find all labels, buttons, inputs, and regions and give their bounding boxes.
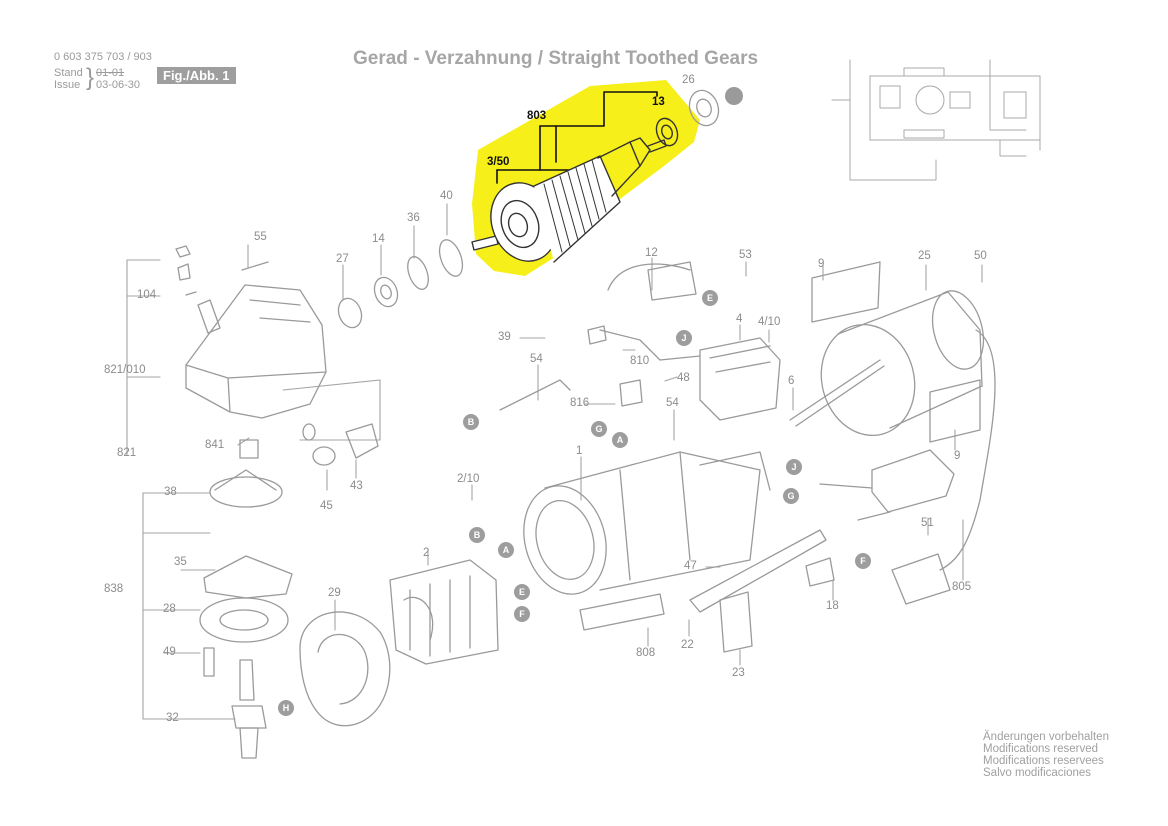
callout-14: 14 [372, 233, 385, 245]
callout-26: 26 [682, 74, 695, 86]
callout-9-lower: 9 [954, 450, 961, 462]
callout-838: 838 [104, 583, 124, 595]
callout-50: 50 [974, 250, 987, 262]
callout-54-lower: 54 [666, 397, 679, 409]
callout-12: 12 [645, 247, 658, 259]
callout-35: 35 [174, 556, 187, 568]
callout-821: 821 [117, 447, 137, 459]
callout-47: 47 [684, 560, 697, 572]
connector-g-right: G [783, 488, 799, 504]
callout-48: 48 [677, 372, 690, 384]
note-line-en: Modifications reserved [983, 743, 1099, 755]
connector-f-right: F [855, 553, 871, 569]
callout-28: 28 [163, 603, 176, 615]
callout-808: 808 [636, 647, 656, 659]
callout-32: 32 [166, 712, 179, 724]
callout-816: 816 [570, 397, 590, 409]
callout-803: 803 [527, 110, 547, 122]
note-line-de: Änderungen vorbehalten [983, 731, 1109, 743]
callout-841: 841 [205, 439, 225, 451]
callout-13: 13 [652, 96, 665, 108]
connector-e-top: E [702, 290, 718, 306]
wiring-schematic [831, 59, 1041, 181]
switch-rod [579, 529, 835, 653]
callout-810: 810 [630, 355, 650, 367]
callout-36: 36 [407, 212, 420, 224]
callout-49: 49 [163, 646, 176, 658]
callout-40: 40 [440, 190, 453, 202]
connector-j-right: J [786, 459, 802, 475]
connector-h-guard: H [278, 700, 294, 716]
connector-a-coil: A [498, 542, 514, 558]
note-line-fr: Modifications reservees [983, 755, 1104, 767]
power-cord [891, 329, 996, 605]
callout-6: 6 [788, 375, 795, 387]
figure-badge: Fig./Abb. 1 [157, 67, 237, 84]
callout-55: 55 [254, 231, 267, 243]
callout-25: 25 [918, 250, 931, 262]
bearing-26 [688, 87, 743, 127]
callout-18: 18 [826, 600, 839, 612]
connector-e-coil: E [514, 584, 530, 600]
issue-label: Issue [54, 79, 81, 91]
brace-glyph: } [86, 64, 95, 91]
callout-22: 22 [681, 639, 694, 651]
connector-b-coil: B [469, 527, 485, 543]
callout-3-50: 3/50 [487, 156, 510, 168]
callout-23: 23 [732, 667, 745, 679]
callout-54-upper: 54 [530, 353, 543, 365]
callout-2: 2 [423, 547, 430, 559]
connector-f-coil: F [514, 606, 530, 622]
gear-housing [185, 284, 327, 419]
armature-rotor [471, 117, 679, 263]
connector-b-left: B [463, 414, 479, 430]
callout-51: 51 [921, 517, 934, 529]
callout-805: 805 [952, 581, 972, 593]
switch-assembly [499, 261, 781, 421]
connector-a-left: A [612, 432, 628, 448]
issue-value: 03-06-30 [96, 79, 141, 91]
flange-nuts [302, 423, 379, 466]
callout-4: 4 [736, 313, 743, 325]
callout-38: 38 [164, 486, 177, 498]
callout-leader-lines [126, 203, 983, 720]
callout-29: 29 [328, 587, 341, 599]
suppressor-module [819, 449, 955, 521]
wheel-guard [299, 611, 391, 727]
callout-53: 53 [739, 249, 752, 261]
callout-9-upper: 9 [818, 258, 825, 270]
diagram-title: Gerad - Verzahnung / Straight Toothed Ge… [353, 48, 759, 69]
rear-housing-cover [789, 261, 985, 443]
callout-104: 104 [137, 289, 157, 301]
callout-45: 45 [320, 500, 333, 512]
connector-g-left: G [591, 421, 607, 437]
callout-27: 27 [336, 253, 349, 265]
part-number: 0 603 375 703 / 903 [54, 51, 152, 63]
motor-housing [523, 451, 771, 595]
callout-2-10: 2/10 [457, 473, 480, 485]
connector-j-top: J [676, 330, 692, 346]
callout-39: 39 [498, 331, 511, 343]
callout-1: 1 [576, 445, 583, 457]
callout-43: 43 [350, 480, 363, 492]
spindle-gear-assembly [199, 439, 293, 759]
stand-value: 01-01 [96, 67, 125, 79]
field-coil [389, 559, 499, 665]
stand-label: Stand [54, 67, 83, 79]
footer-note: Änderungen vorbehalten Modifications res… [983, 731, 1109, 779]
callout-4-10: 4/10 [758, 316, 781, 328]
rings-and-bearings [175, 239, 464, 329]
callout-821-010: 821/010 [104, 364, 146, 376]
note-line-es: Salvo modificaciones [983, 767, 1092, 779]
